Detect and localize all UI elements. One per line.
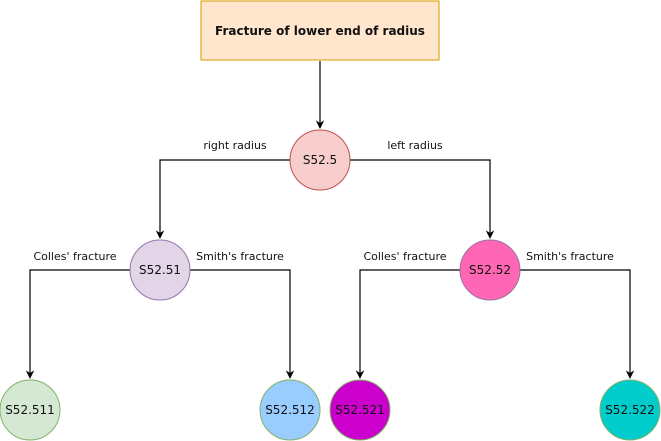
edge-s52-52-to-s52-521 <box>355 269 460 379</box>
edge-s52-51-to-s52-512 <box>190 269 295 379</box>
edge-label-colles-fracture: Colles' fracture <box>363 250 446 263</box>
node-label: S52.521 <box>335 403 385 417</box>
node-circle <box>329 379 391 441</box>
node-circle <box>259 379 321 441</box>
node-label: S52.511 <box>5 403 55 417</box>
node-s52-52[interactable]: S52.52 <box>459 239 521 301</box>
root-label: Fracture of lower end of radius <box>215 24 425 38</box>
node-s52-511[interactable]: S52.511 <box>0 379 61 441</box>
node-label: S52.5 <box>303 153 337 167</box>
edge-label-smiths-fracture: Smith's fracture <box>196 250 284 263</box>
edge-s52-5-to-s52-51 <box>155 159 290 239</box>
node-label: S52.52 <box>469 263 511 277</box>
edge-label-left-radius: left radius <box>387 139 443 152</box>
node-circle <box>459 239 521 301</box>
edge-label-smiths-fracture: Smith's fracture <box>526 250 614 263</box>
edge-label-right-radius: right radius <box>203 139 267 152</box>
root-node[interactable]: Fracture of lower end of radius <box>200 0 440 61</box>
node-label: S52.522 <box>605 403 655 417</box>
node-s52-521[interactable]: S52.521 <box>329 379 391 441</box>
node-s52-512[interactable]: S52.512 <box>259 379 321 441</box>
edge-s52-51-to-s52-511 <box>25 269 130 379</box>
root-box <box>200 0 440 61</box>
edge-s52-52-to-s52-522 <box>520 269 635 379</box>
node-circle <box>0 379 61 441</box>
node-s52-51[interactable]: S52.51 <box>129 239 191 301</box>
node-circle <box>129 239 191 301</box>
node-circle <box>599 379 661 441</box>
node-s52-5[interactable]: S52.5 <box>289 129 351 191</box>
node-label: S52.512 <box>265 403 315 417</box>
node-circle <box>289 129 351 191</box>
edge-label-colles-fracture: Colles' fracture <box>33 250 116 263</box>
node-s52-522[interactable]: S52.522 <box>599 379 661 441</box>
edge-s52-5-to-s52-52 <box>350 159 495 239</box>
node-label: S52.51 <box>139 263 181 277</box>
